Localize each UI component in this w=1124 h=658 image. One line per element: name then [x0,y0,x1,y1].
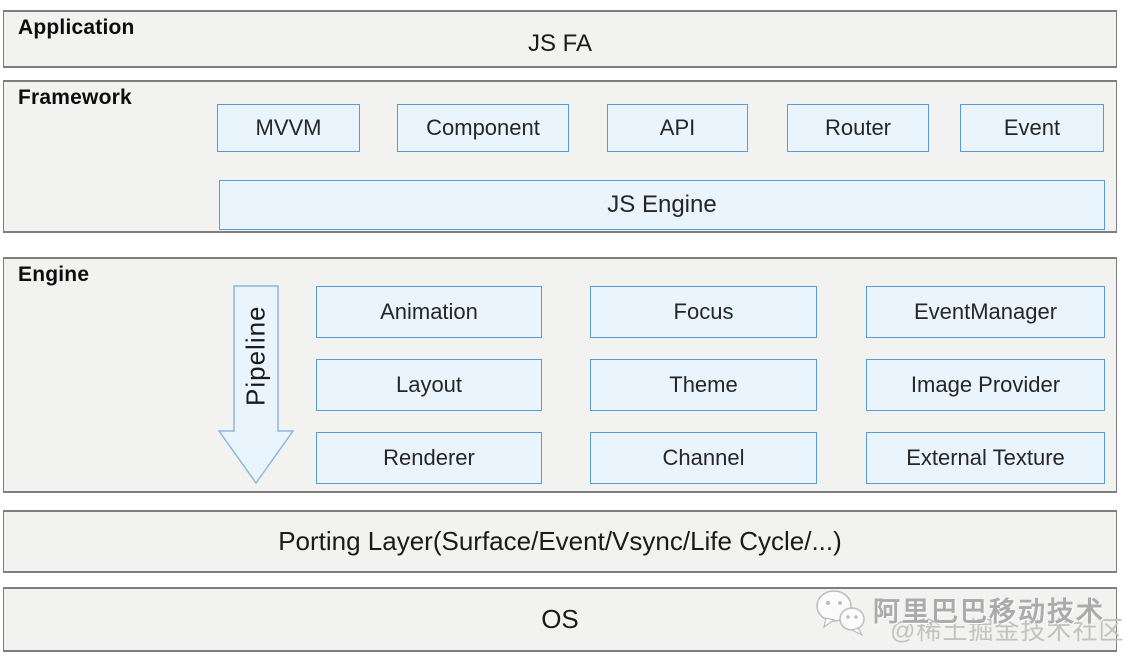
layer-label-engine: Engine [18,263,90,286]
layer-label-framework: Framework [18,86,132,109]
framework-box-api: API [607,104,748,152]
application-content: JS FA [527,30,593,57]
layer-engine: Engine Pipeline Animation Focus EventMan… [3,257,1117,493]
engine-box-eventmanager: EventManager [866,286,1105,338]
layer-application: Application JS FA [3,10,1117,68]
os-label: OS [541,604,579,634]
layer-os: OS [3,587,1117,652]
layer-framework: Framework MVVM Component API Router Even… [3,80,1117,233]
engine-box-renderer: Renderer [316,432,542,484]
engine-box-layout: Layout [316,359,542,411]
pipeline-arrow-shape [218,285,294,485]
framework-box-component: Component [397,104,569,152]
engine-box-image-provider: Image Provider [866,359,1105,411]
engine-box-external-texture: External Texture [866,432,1105,484]
framework-box-router: Router [787,104,929,152]
watermark-text-secondary: @稀土掘金技术社区 [890,617,1124,645]
watermark-text-primary: 阿里巴巴移动技术 [873,597,1105,627]
porting-layer-label: Porting Layer(Surface/Event/Vsync/Life C… [278,526,842,556]
layer-porting: Porting Layer(Surface/Event/Vsync/Life C… [3,510,1117,573]
wechat-icon [814,586,868,643]
engine-box-focus: Focus [590,286,817,338]
framework-box-js-engine: JS Engine [219,180,1105,230]
layer-label-application: Application [18,16,135,39]
engine-box-animation: Animation [316,286,542,338]
engine-box-channel: Channel [590,432,817,484]
pipeline-arrow: Pipeline [218,285,294,485]
framework-box-event: Event [960,104,1104,152]
engine-box-theme: Theme [590,359,817,411]
framework-box-mvvm: MVVM [217,104,360,152]
pipeline-label: Pipeline [240,305,271,407]
